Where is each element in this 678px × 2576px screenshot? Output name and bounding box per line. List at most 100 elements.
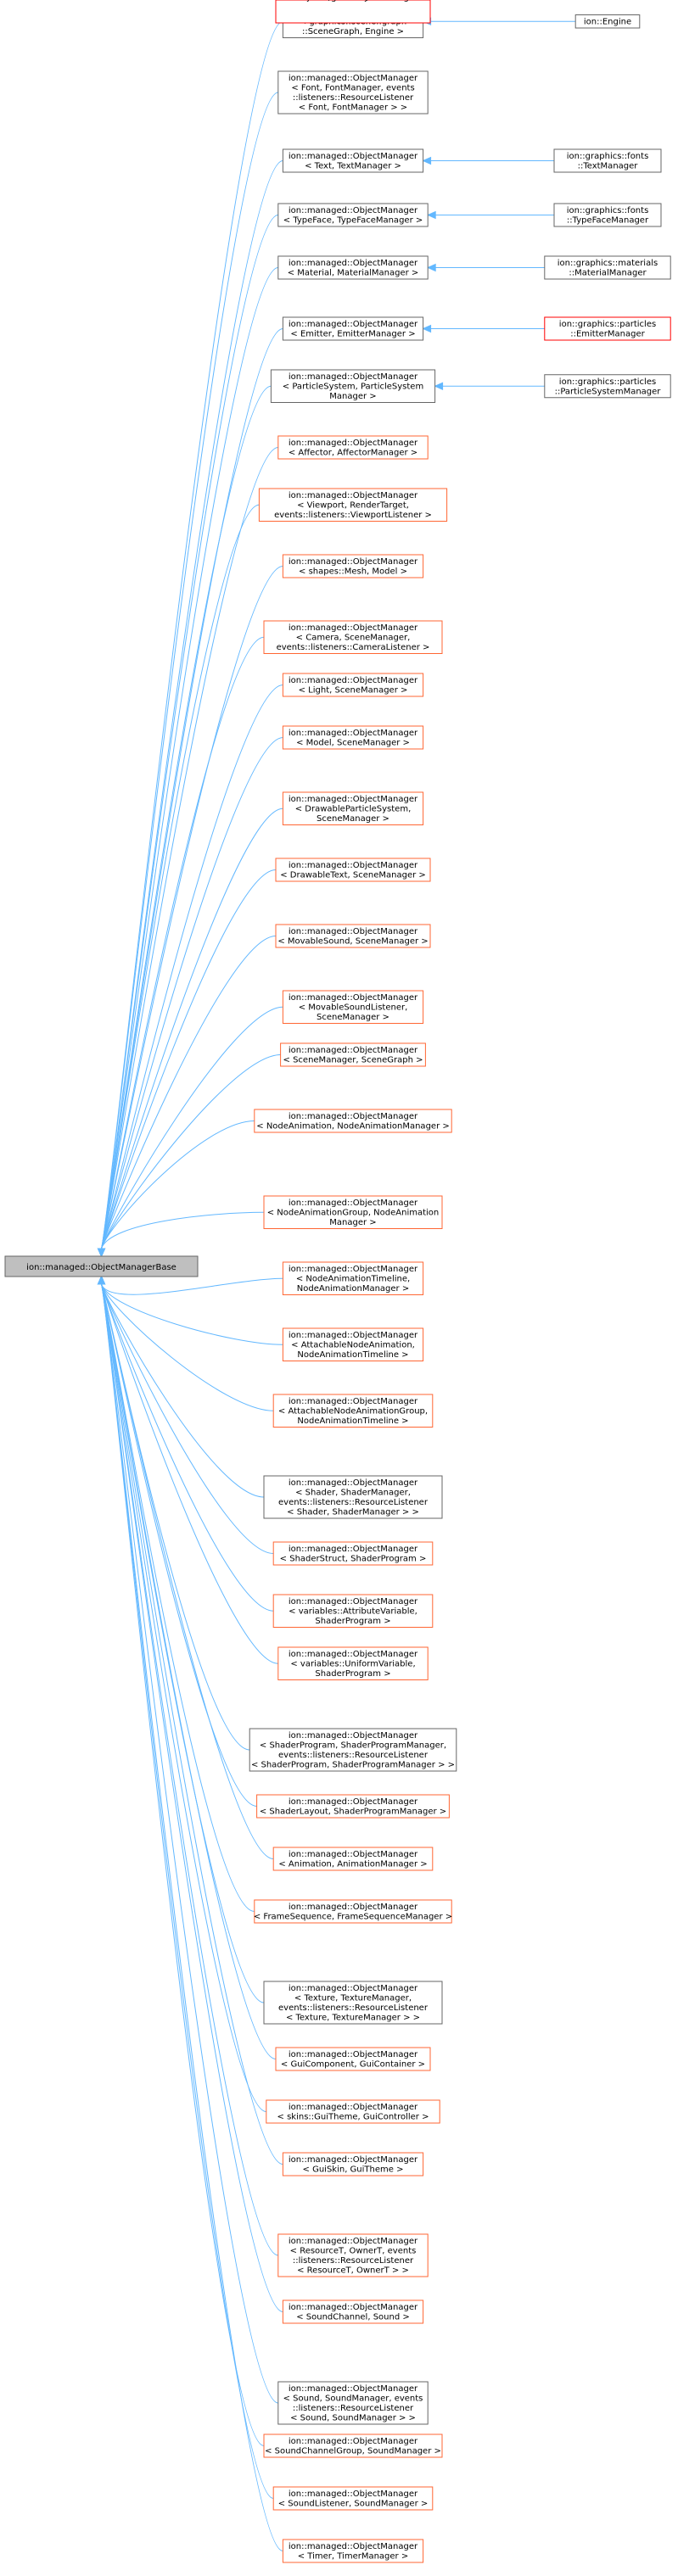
class-node-n22[interactable]: ion::managed::ObjectManager< AttachableN… (282, 1327, 424, 1361)
derived-class-node-label-line: ion::Engine (584, 18, 631, 27)
class-node-n34[interactable]: ion::managed::ObjectManager< skins::GuiT… (266, 2099, 440, 2124)
inheritance-edge (101, 1283, 257, 1807)
class-node-n12[interactable]: ion::managed::ObjectManager< Light, Scen… (282, 673, 424, 697)
class-node-n40-label-line: < SoundListener, SoundManager > (278, 2500, 429, 2509)
class-node-n24-label-line: ion::managed::ObjectManager (289, 1478, 418, 1488)
class-node-n29-label-line: < ShaderLayout, ShaderProgramManager > (260, 1808, 446, 1817)
derived-class-node[interactable]: ion::graphics::fonts::TextManager (553, 148, 662, 173)
derived-class-node[interactable]: ion::graphics::materials::MaterialManage… (544, 255, 671, 280)
class-node-n38[interactable]: ion::managed::ObjectManager< Sound, Soun… (277, 2381, 429, 2425)
class-node-n18[interactable]: ion::managed::ObjectManager< SceneManage… (280, 1042, 426, 1067)
inheritance-edge (101, 1283, 283, 2165)
root-class-label: ion::managed::ObjectManagerBase (26, 1263, 177, 1272)
class-node-n10-box (282, 554, 424, 578)
class-node-n35[interactable]: ion::managed::ObjectManager< GuiSkin, Gu… (282, 2152, 424, 2176)
class-node-n40[interactable]: ion::managed::ObjectManager< SoundListen… (272, 2486, 434, 2511)
class-node-n21[interactable]: ion::managed::ObjectManager< NodeAnimati… (282, 1261, 424, 1295)
class-node-n9[interactable]: ion::managed::ObjectManager< Viewport, R… (258, 488, 448, 522)
class-node-n3[interactable]: ion::managed::ObjectManager< Text, TextM… (282, 148, 424, 173)
class-node-n7-label-line: < ParticleSystem, ParticleSystem (283, 383, 423, 392)
class-node-n34-label-line: < skins::GuiTheme, GuiController > (277, 2113, 429, 2122)
class-node-n13[interactable]: ion::managed::ObjectManager< Model, Scen… (282, 725, 424, 750)
inheritance-edge (101, 267, 278, 1249)
class-node-n19-box (254, 1109, 452, 1133)
class-node-n28-label-line: < ShaderProgram, ShaderProgramManager > … (251, 1761, 455, 1770)
class-node-n37-label-line: < SoundChannel, Sound > (296, 2313, 410, 2322)
class-node-n33-label-line: ion::managed::ObjectManager (289, 2050, 418, 2059)
inheritance-edges (98, 18, 576, 2551)
class-node-n28[interactable]: ion::managed::ObjectManager< ShaderProgr… (249, 1728, 457, 1772)
derived-class-node-label-line: ion::graphics::fonts (567, 206, 649, 215)
class-node-n38-label-line: ion::managed::ObjectManager (289, 2384, 418, 2394)
class-node-n20-label-line: ion::managed::ObjectManager (289, 1199, 418, 1208)
class-node-n2[interactable]: ion::managed::ObjectManager< Font, FontM… (277, 70, 429, 115)
class-node-n33[interactable]: ion::managed::ObjectManager< GuiComponen… (275, 2047, 431, 2071)
class-node-n26-box (272, 1594, 434, 1628)
inheritance-edge (101, 1283, 274, 2499)
class-node-n21-box (282, 1261, 424, 1295)
class-node-n31-label-line: ion::managed::ObjectManager (289, 1903, 418, 1912)
class-node-n14[interactable]: ion::managed::ObjectManager< DrawablePar… (282, 791, 424, 825)
class-node-n28-label-line: events::listeners::ResourceListener (278, 1751, 429, 1760)
class-node-n8[interactable]: ion::managed::ObjectManager< Affector, A… (277, 435, 429, 460)
class-node-n2-label-line: ion::managed::ObjectManager (289, 74, 418, 83)
class-node-n31[interactable]: ion::managed::ObjectManager< FrameSequen… (254, 1899, 452, 1924)
class-node-n36[interactable]: ion::managed::ObjectManager< ResourceT, … (277, 2233, 429, 2277)
class-node-n1-label-line: ::SceneGraph, Engine > (302, 27, 404, 36)
root-class-node[interactable]: ion::managed::ObjectManagerBase (4, 1255, 199, 1277)
class-node-n5[interactable]: ion::managed::ObjectManager< Material, M… (277, 255, 429, 280)
class-node-n8-label-line: ion::managed::ObjectManager (289, 439, 418, 448)
class-node-n37[interactable]: ion::managed::ObjectManager< SoundChanne… (282, 2299, 424, 2324)
class-node-n21-label-line: NodeAnimationManager > (297, 1284, 409, 1294)
class-node-n32[interactable]: ion::managed::ObjectManager< Texture, Te… (263, 1981, 443, 2025)
class-node-n19[interactable]: ion::managed::ObjectManager< NodeAnimati… (254, 1109, 452, 1133)
class-node-n9-label-line: ion::managed::ObjectManager (289, 491, 418, 500)
class-node-n16-label-line: < MovableSound, SceneManager > (277, 937, 428, 947)
derived-edge-arrowhead (434, 382, 444, 391)
class-node-n14-label-line: SceneManager > (317, 814, 389, 824)
class-node-n17-box (282, 990, 424, 1024)
class-node-n20[interactable]: ion::managed::ObjectManager< NodeAnimati… (263, 1195, 443, 1229)
class-node-n23[interactable]: ion::managed::ObjectManager< AttachableN… (272, 1394, 434, 1428)
class-node-n26[interactable]: ion::managed::ObjectManager< variables::… (272, 1594, 434, 1628)
class-node-n4[interactable]: ion::managed::ObjectManager< TypeFace, T… (277, 203, 429, 227)
class-node-n39[interactable]: ion::managed::ObjectManager< SoundChanne… (263, 2434, 443, 2458)
derived-edge-arrowhead (422, 156, 432, 165)
class-node-n10[interactable]: ion::managed::ObjectManager< shapes::Mes… (282, 554, 424, 578)
derived-class-node[interactable]: ion::graphics::particles::ParticleSystem… (544, 374, 671, 399)
class-node-n7[interactable]: ion::managed::ObjectManager< ParticleSys… (270, 369, 436, 403)
class-node-n17[interactable]: ion::managed::ObjectManager< MovableSoun… (282, 990, 424, 1024)
inheritance-edge (101, 1283, 265, 2446)
class-node-n38-box (277, 2381, 429, 2425)
derived-class-node-box (544, 316, 671, 341)
class-node-n32-box (263, 1981, 443, 2025)
class-node-n25[interactable]: ion::managed::ObjectManager< ShaderStruc… (272, 1541, 434, 1566)
derived-class-node[interactable]: ion::Engine (574, 14, 641, 29)
class-node-n42-label-line: ion::managed::ObjectManager (289, 0, 418, 3)
class-node-n16[interactable]: ion::managed::ObjectManager< MovableSoun… (275, 924, 431, 948)
inheritance-edge (101, 385, 272, 1249)
class-node-n24[interactable]: ion::managed::ObjectManager< Shader, Sha… (263, 1475, 443, 1519)
inheritance-edge (101, 1283, 274, 1554)
class-node-n30[interactable]: ion::managed::ObjectManager< Animation, … (272, 1847, 434, 1871)
class-node-n42[interactable]: ion::managed::ObjectManager< ObjectT, Ow… (275, 0, 431, 24)
class-node-n29[interactable]: ion::managed::ObjectManager< ShaderLayou… (256, 1794, 450, 1819)
class-node-n29-box (256, 1794, 450, 1819)
class-node-n5-label-line: ion::managed::ObjectManager (289, 259, 418, 268)
class-node-n24-box (263, 1475, 443, 1519)
class-node-n6[interactable]: ion::managed::ObjectManager< Emitter, Em… (282, 316, 424, 341)
class-node-n27[interactable]: ion::managed::ObjectManager< variables::… (277, 1646, 429, 1680)
class-node-n11[interactable]: ion::managed::ObjectManager< Camera, Sce… (263, 620, 443, 654)
class-node-n38-label-line: < Sound, SoundManager, events (283, 2394, 423, 2404)
class-node-n3-box (282, 148, 424, 173)
inheritance-edge (101, 685, 283, 1249)
class-node-n35-label-line: < GuiSkin, GuiTheme > (303, 2165, 404, 2175)
class-node-n41[interactable]: ion::managed::ObjectManager< Timer, Time… (282, 2539, 424, 2563)
derived-class-node[interactable]: ion::graphics::particles::EmitterManager (544, 316, 671, 341)
class-node-n14-label-line: < DrawableParticleSystem, (295, 805, 412, 814)
class-node-n15[interactable]: ion::managed::ObjectManager< DrawableTex… (275, 858, 431, 882)
class-node-n23-label-line: NodeAnimationTimeline > (297, 1417, 408, 1426)
class-node-n33-box (275, 2047, 431, 2071)
derived-class-node[interactable]: ion::graphics::fonts::TypeFaceManager (553, 203, 662, 227)
